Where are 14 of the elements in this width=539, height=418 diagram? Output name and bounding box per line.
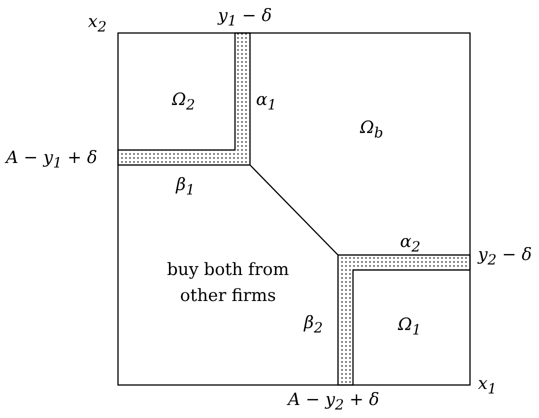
math-label: β$_{2}$	[304, 313, 323, 338]
math-label: A − y$_{1}$ + δ	[6, 148, 98, 174]
math-label: x$_{1}$	[478, 374, 497, 400]
math-label: A − y$_{2}$ + δ	[288, 390, 380, 416]
math-label: y$_{1}$ − δ	[218, 6, 272, 32]
region-label: buy both from other firms	[166, 259, 290, 308]
math-label: α$_{2}$	[400, 232, 420, 258]
math-label: α$_{1}$	[256, 90, 276, 116]
math-label: Ω$_{1}$	[398, 315, 422, 340]
math-label: Ω$_{b}$	[360, 118, 384, 144]
math-label: Ω$_{2}$	[172, 90, 196, 116]
math-label: y$_{2}$ − δ	[478, 245, 532, 270]
math-label: x$_{2}$	[88, 12, 107, 38]
math-label: β$_{1}$	[176, 175, 195, 200]
